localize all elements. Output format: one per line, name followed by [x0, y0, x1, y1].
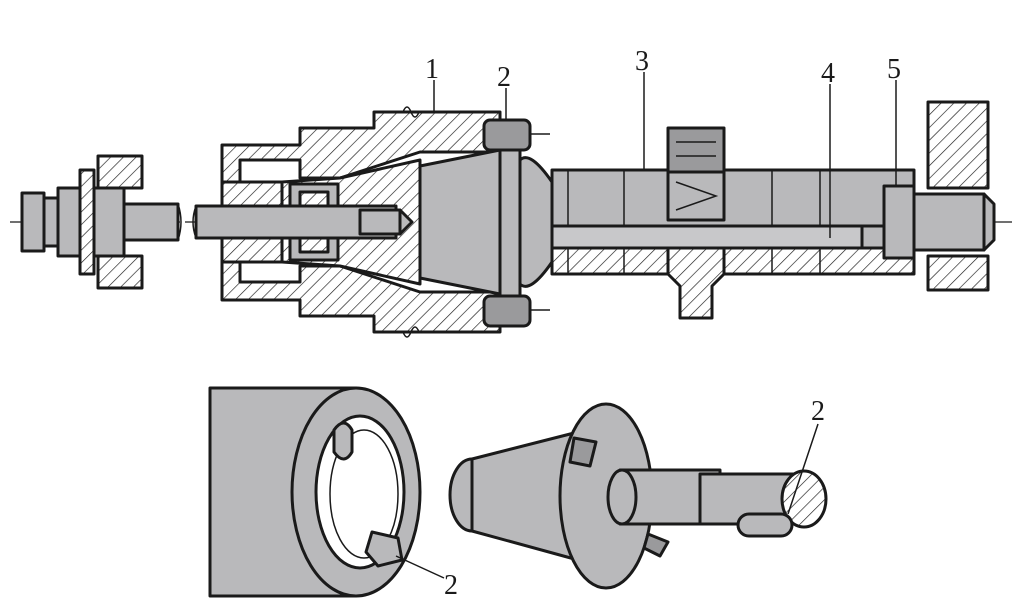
- label-part-2-bottom-left: 2: [444, 570, 458, 601]
- arbor-body: [550, 168, 916, 276]
- drawbar-tip: [358, 208, 402, 236]
- flange-face: [498, 146, 522, 298]
- cutter-hub-section: [666, 246, 726, 320]
- spindle-bore-inner: [329, 429, 399, 559]
- label-part-1: 1: [425, 54, 439, 85]
- tooth-profile: [675, 181, 719, 211]
- arbor-bore: [550, 224, 864, 250]
- label-part-4: 4: [821, 58, 835, 89]
- label-part-2-bottom-right: 2: [811, 396, 825, 427]
- arbor-end: [860, 100, 996, 292]
- neck-ring: [606, 468, 638, 526]
- flange-section-bottom: [96, 254, 144, 290]
- left-nut-assembly: [20, 154, 182, 290]
- washer-left: [56, 186, 82, 258]
- rod-left: [122, 202, 180, 242]
- drawbar-point: [398, 208, 414, 236]
- end-screw: [912, 192, 986, 252]
- cutter-gear: [666, 126, 726, 320]
- sectional-view: 1 2 3 4 5: [10, 46, 1012, 338]
- drive-key-bottom: [482, 294, 532, 328]
- housing-break-bottom: [402, 326, 420, 338]
- flange-slot-top: [568, 436, 598, 468]
- tool-taper-shank: [418, 146, 554, 298]
- hub-left: [92, 186, 126, 258]
- taper-cone: [418, 148, 502, 296]
- end-collar-5: [882, 184, 916, 260]
- break-mark-right: [192, 205, 197, 239]
- end-screw-tip: [982, 192, 996, 252]
- leader-2-bottom-left: [395, 555, 445, 579]
- cutter-teeth-top: [666, 126, 726, 174]
- spacer-section: [78, 168, 96, 276]
- drive-key-2-lower: [364, 530, 404, 568]
- drive-keys-top: [482, 118, 550, 328]
- end-nut-section-bottom: [926, 254, 990, 292]
- end-nut-section-top: [926, 100, 990, 190]
- label-part-5: 5: [887, 54, 901, 85]
- spacer-rings-section: [550, 246, 916, 276]
- flange-section-top: [96, 154, 144, 190]
- label-part-2-top: 2: [497, 62, 511, 93]
- tool-shank-perspective: 2: [448, 396, 828, 590]
- break-mark-left: [177, 203, 182, 241]
- leader-2-bottom-right: [787, 423, 819, 515]
- nut-collar: [42, 196, 60, 248]
- arbor-stub-section: [780, 469, 828, 529]
- drive-key-top: [482, 118, 532, 152]
- housing-lower-section: [220, 260, 502, 334]
- leader-lines: [433, 72, 897, 238]
- drive-key-2-arbor: [736, 512, 794, 538]
- housing-upper-section: [220, 110, 502, 184]
- flange-slot-bottom: [642, 532, 670, 558]
- spindle-nose-perspective: 2: [208, 386, 458, 601]
- housing-break-top: [402, 106, 420, 118]
- label-part-3: 3: [635, 46, 649, 77]
- drive-key-2-upper: [332, 421, 354, 461]
- flange-groove: [518, 156, 554, 288]
- spindle-housing: [192, 106, 502, 338]
- nut-left: [20, 191, 46, 253]
